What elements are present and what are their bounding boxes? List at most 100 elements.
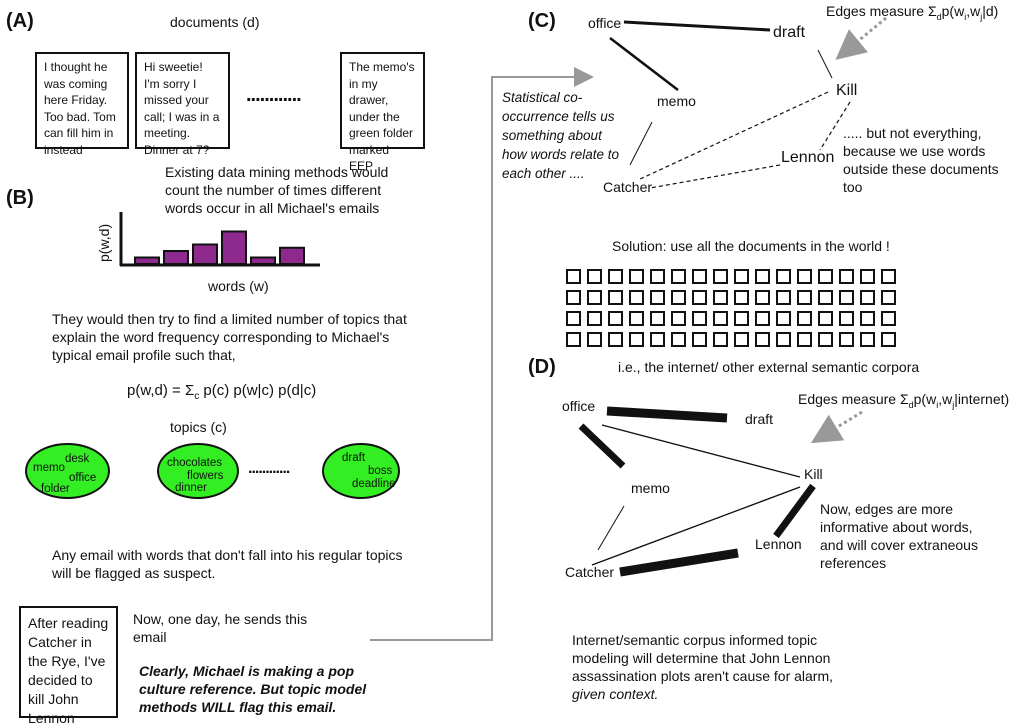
grid-document-cell [818, 311, 833, 326]
grid-document-cell [713, 290, 728, 305]
edge-office-memo [609, 37, 679, 91]
edge-office-draft [623, 20, 771, 32]
edge-draft-kill [817, 49, 833, 79]
grid-document-cell [755, 311, 770, 326]
grid-document-cell [692, 290, 707, 305]
topic-word: boss [368, 465, 393, 477]
grid-document-cell [671, 269, 686, 284]
informative-text: Now, edges are more informative about wo… [820, 501, 978, 571]
suspect-email: After reading Catcher in the Rye, I've d… [19, 606, 118, 726]
edges-note-d: Edges measure Σdp(wi,wj|internet) [798, 391, 1010, 410]
edges-note-c: Edges measure Σdp(wi,wj|d) [826, 3, 999, 22]
topic-word: folder [41, 483, 70, 495]
grid-document-cell [818, 269, 833, 284]
grid-document-cell [587, 311, 602, 326]
edge-memo-catcher-d [597, 505, 625, 551]
topic-word: desk [65, 453, 90, 465]
grid-document-cell [566, 332, 581, 347]
grid-document-cell [818, 332, 833, 347]
grid-document-cell [734, 269, 749, 284]
bar-1 [134, 256, 160, 265]
grid-document-cell [881, 290, 896, 305]
grid-document-cell [671, 290, 686, 305]
panel-d-label: (D) [528, 356, 556, 378]
grid-document-cell [839, 311, 854, 326]
grid-document-cell [608, 290, 623, 305]
statistical-text: Statistical co-occurrence tells us somet… [502, 90, 620, 181]
formula: p(w,d) = Σc p(c) p(w|c) p(d|c) [127, 382, 317, 402]
topic-word: flowers [187, 470, 224, 482]
grid-document-cell [566, 290, 581, 305]
edge-catcher-lennon-d [619, 548, 739, 577]
final-text: Internet/semantic corpus informed topic … [572, 632, 834, 702]
edge-kill-lennon-d [773, 483, 816, 539]
topic-word: office [69, 472, 97, 484]
edges-note-arrow-d [810, 410, 863, 444]
grid-document-cell [692, 332, 707, 347]
sends-text: Now, one day, he sends this email [133, 611, 308, 645]
grid-document-cell [776, 332, 791, 347]
documents-grid [566, 269, 896, 347]
solution-text: Solution: use all the documents in the w… [612, 238, 890, 254]
grid-document-cell [860, 290, 875, 305]
grid-document-cell [629, 332, 644, 347]
grid-document-cell [734, 290, 749, 305]
edge-office-draft-d [606, 406, 728, 423]
grid-document-cell [650, 269, 665, 284]
grid-document-cell [629, 269, 644, 284]
topic-ellipse-3: draft boss deadline [322, 443, 400, 499]
grid-document-cell [776, 290, 791, 305]
grid-document-cell [776, 311, 791, 326]
grid-document-cell [797, 269, 812, 284]
bar-chart [119, 212, 320, 267]
data-mining-text: Existing data mining methods would count… [165, 164, 389, 216]
edge-lennon-catcher [649, 164, 781, 189]
node-office-d: office [562, 398, 596, 414]
grid-document-cell [839, 269, 854, 284]
grid-document-cell [629, 311, 644, 326]
grid-document-cell [734, 332, 749, 347]
topic-word: draft [342, 452, 366, 464]
grid-document-cell [671, 332, 686, 347]
node-lennon: Lennon [781, 149, 835, 166]
grid-document-cell [650, 332, 665, 347]
panel-a-label: (A) [6, 10, 34, 32]
grid-document-cell [839, 332, 854, 347]
bar-4 [221, 230, 247, 265]
topics-title: topics (c) [170, 419, 227, 435]
grid-document-cell [734, 311, 749, 326]
bar-3 [192, 243, 218, 265]
not-everything-text: ..... but not everything, because we use… [843, 125, 999, 195]
edge-memo-catcher [629, 121, 653, 166]
corpora-text: i.e., the internet/ other external seman… [618, 359, 920, 375]
document-n: The memo's in my drawer, under the green… [340, 52, 425, 173]
grid-document-cell [566, 311, 581, 326]
documents-title: documents (d) [170, 14, 260, 30]
node-lennon-d: Lennon [755, 536, 802, 552]
grid-document-cell [860, 311, 875, 326]
grid-document-cell [881, 311, 896, 326]
grid-document-cell [608, 269, 623, 284]
grid-document-cell [713, 311, 728, 326]
node-kill-d: Kill [804, 466, 823, 482]
node-memo: memo [657, 93, 696, 109]
grid-document-cell [650, 311, 665, 326]
topic-word: dinner [175, 482, 207, 494]
node-catcher-d: Catcher [565, 564, 615, 580]
edge-kill-catcher-d [591, 486, 801, 566]
topic-explain-text: They would then try to find a limited nu… [52, 311, 407, 363]
grid-document-cell [776, 269, 791, 284]
grid-document-cell [881, 269, 896, 284]
grid-document-cell [755, 332, 770, 347]
flag-text: Any email with words that don't fall int… [52, 547, 403, 581]
grid-document-cell [755, 290, 770, 305]
grid-document-cell [713, 269, 728, 284]
panel-b-label: (B) [6, 187, 34, 209]
topic-word: chocolates [167, 457, 222, 469]
document-2: Hi sweetie! I'm sorry I missed your call… [135, 52, 230, 157]
edge-office-kill-d [601, 424, 801, 478]
grid-document-cell [713, 332, 728, 347]
grid-document-cell [587, 290, 602, 305]
grid-document-cell [860, 269, 875, 284]
